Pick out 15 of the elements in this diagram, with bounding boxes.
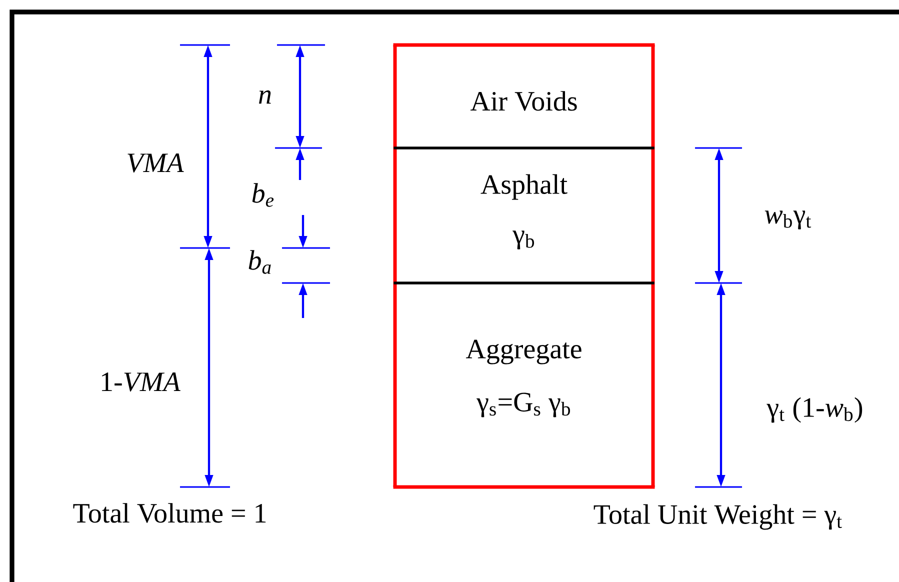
dimension-label: Total Volume = 1 (73, 503, 266, 523)
dimension-label: n (259, 90, 271, 104)
layer-label: Aggregate (466, 340, 582, 364)
layer-formula: γ$_{s}$=G$_{s}$ γ$_{b}$ (476, 392, 570, 418)
dimension-label: w$_{b}$γ$_{t}$ (764, 210, 812, 230)
layer-label: Air Voids (470, 91, 577, 111)
dimension-label: γ$_{t}$ (1-w$_{b}$) (766, 397, 862, 423)
dimension-label: b$_{e}$ (252, 183, 274, 207)
layer-label: Asphalt (480, 174, 568, 200)
dimension-label: b$_{a}$ (248, 250, 271, 274)
dimension-label: 1-VMA (102, 372, 180, 392)
dimension-label: VMA (128, 154, 184, 172)
layer-formula: γ$_{b}$ (512, 230, 534, 250)
dimension-label: Total Unit Weight = γ$_{t}$ (594, 504, 842, 530)
layer-band (393, 281, 655, 489)
